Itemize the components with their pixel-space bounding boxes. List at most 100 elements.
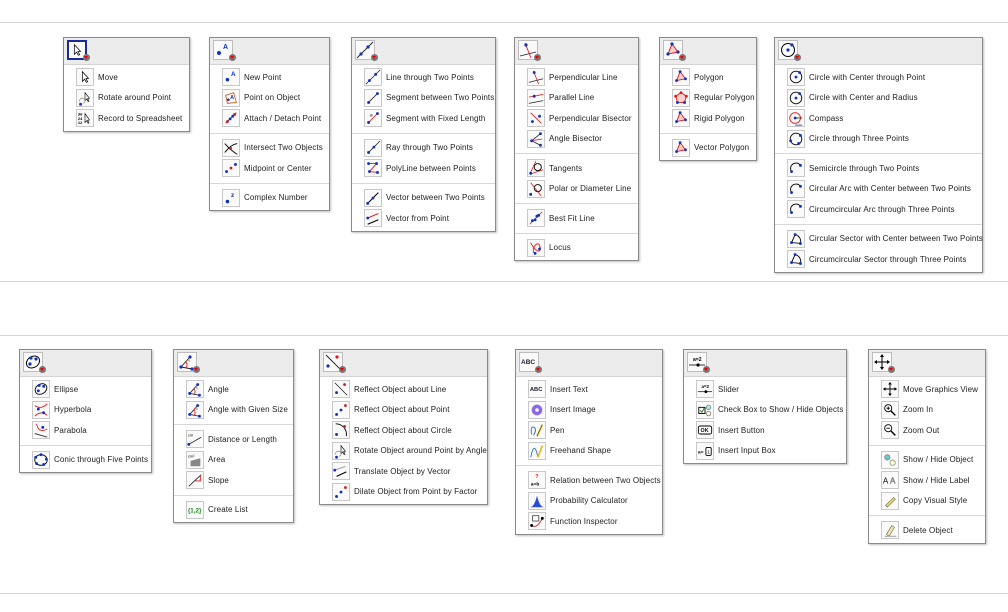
menu-item-circumcircular-arc-through-three-points[interactable]: Circumcircular Arc through Three Points [775, 199, 982, 220]
menu-item-function-inspector[interactable]: Function Inspector [516, 511, 662, 532]
menu-item-show-hide-object[interactable]: Show / Hide Object [869, 450, 985, 471]
menu-item-insert-button[interactable]: OK Insert Button [684, 420, 846, 441]
menu-item-label: Regular Polygon [694, 93, 755, 103]
menu-item-area[interactable]: cm² Area [174, 450, 293, 471]
menu-item-rotate-around-point[interactable]: Rotate around Point [64, 88, 189, 109]
menu-item-reflect-object-about-circle[interactable]: Reflect Object about Circle [320, 420, 487, 441]
menu-item-segment-between-two-points[interactable]: Segment between Two Points [352, 88, 495, 109]
menu-item-label: Tangents [549, 163, 583, 173]
text-icon[interactable]: ABC [519, 352, 539, 372]
menu-item-semicircle-through-two-points[interactable]: Semicircle through Two Points [775, 158, 982, 179]
menu-item-polar-or-diameter-line[interactable]: Polar or Diameter Line [515, 179, 638, 200]
menu-item-rigid-polygon[interactable]: Rigid Polygon [660, 108, 756, 129]
point-on-object-icon: A [222, 88, 240, 107]
angle-icon[interactable]: ° [177, 352, 197, 372]
menu-item-freehand-shape[interactable]: Freehand Shape [516, 441, 662, 462]
dropdown-arrow-icon[interactable] [535, 366, 542, 373]
menu-item-zoom-out[interactable]: Zoom Out [869, 420, 985, 441]
menu-item-copy-visual-style[interactable]: Copy Visual Style [869, 491, 985, 512]
menu-item-circumcircular-sector-through-three-points[interactable]: Circumcircular Sector through Three Poin… [775, 249, 982, 270]
dropdown-arrow-icon[interactable] [371, 54, 378, 61]
menu-item-create-list[interactable]: {1,2} Create List [174, 500, 293, 521]
menu-item-circle-through-three-points[interactable]: Circle through Three Points [775, 129, 982, 150]
menu-item-slope[interactable]: Slope [174, 470, 293, 491]
menu-item-label: Angle Bisector [549, 134, 602, 144]
menu-item-insert-image[interactable]: Insert Image [516, 400, 662, 421]
menu-item-translate-object-by-vector[interactable]: Translate Object by Vector [320, 461, 487, 482]
dropdown-arrow-icon[interactable] [794, 54, 801, 61]
menu-item-vector-polygon[interactable]: Vector Polygon [660, 138, 756, 159]
dropdown-arrow-icon[interactable] [39, 366, 46, 373]
menu-item-relation-between-two-objects[interactable]: ?a=b Relation between Two Objects [516, 470, 662, 491]
menu-item-parallel-line[interactable]: Parallel Line [515, 88, 638, 109]
cursor-icon[interactable] [67, 40, 87, 60]
menu-item-circle-with-center-and-radius[interactable]: Circle with Center and Radius [775, 88, 982, 109]
menu-item-ellipse[interactable]: Ellipse [20, 379, 151, 400]
line-icon[interactable] [355, 40, 375, 60]
menu-item-angle-bisector[interactable]: Angle Bisector [515, 129, 638, 150]
menu-item-tangents[interactable]: Tangents [515, 158, 638, 179]
menu-item-circle-with-center-through-point[interactable]: Circle with Center through Point [775, 67, 982, 88]
menu-item-insert-input-box[interactable]: a=1 Insert Input Box [684, 441, 846, 462]
menu-item-complex-number[interactable]: z Complex Number [210, 188, 329, 209]
menu-item-move-graphics-view[interactable]: Move Graphics View [869, 379, 985, 400]
menu-item-locus[interactable]: Locus [515, 238, 638, 259]
menu-item-ray-through-two-points[interactable]: Ray through Two Points [352, 138, 495, 159]
menu-item-check-box-to-show-hide-objects[interactable]: Check Box to Show / Hide Objects [684, 400, 846, 421]
dropdown-arrow-icon[interactable] [229, 54, 236, 61]
menu-item-compass[interactable]: Compass [775, 108, 982, 129]
menu-item-probability-calculator[interactable]: Probability Calculator [516, 491, 662, 512]
menu-item-rotate-object-around-point-by-angle[interactable]: Rotate Object around Point by Angle [320, 441, 487, 462]
menu-item-regular-polygon[interactable]: Regular Polygon [660, 88, 756, 109]
dropdown-arrow-icon[interactable] [534, 54, 541, 61]
menu-item-insert-text[interactable]: ABC Insert Text [516, 379, 662, 400]
menu-item-circular-arc-with-center-between-two-points[interactable]: Circular Arc with Center between Two Poi… [775, 179, 982, 200]
menu-item-reflect-object-about-line[interactable]: Reflect Object about Line [320, 379, 487, 400]
menu-item-pen[interactable]: Pen [516, 420, 662, 441]
menu-item-vector-from-point[interactable]: Vector from Point [352, 208, 495, 229]
menu-item-intersect-two-objects[interactable]: Intersect Two Objects [210, 138, 329, 159]
move-view-icon[interactable] [872, 352, 892, 372]
perpendicular-icon[interactable] [518, 40, 538, 60]
dropdown-arrow-icon[interactable] [83, 54, 90, 61]
menu-item-parabola[interactable]: Parabola [20, 420, 151, 441]
menu-item-line-through-two-points[interactable]: Line through Two Points [352, 67, 495, 88]
menu-item-conic-through-five-points[interactable]: Conic through Five Points [20, 450, 151, 471]
menu-item-segment-with-fixed-length[interactable]: Segment with Fixed Length [352, 108, 495, 129]
menu-item-dilate-object-from-point-by-factor[interactable]: Dilate Object from Point by Factor [320, 482, 487, 503]
menu-item-perpendicular-bisector[interactable]: Perpendicular Bisector [515, 108, 638, 129]
point-icon[interactable]: A [213, 40, 233, 60]
menu-item-new-point[interactable]: A New Point [210, 67, 329, 88]
menu-item-move[interactable]: Move [64, 67, 189, 88]
menu-item-circular-sector-with-center-between-two-points[interactable]: Circular Sector with Center between Two … [775, 229, 983, 250]
menu-item-point-on-object[interactable]: A Point on Object [210, 88, 329, 109]
menu-item-zoom-in[interactable]: Zoom In [869, 400, 985, 421]
menu-item-midpoint-or-center[interactable]: Midpoint or Center [210, 158, 329, 179]
menu-item-polygon[interactable]: Polygon [660, 67, 756, 88]
menu-header: a=2 [684, 350, 846, 377]
menu-item-polyline-between-points[interactable]: PolyLine between Points [352, 158, 495, 179]
menu-item-distance-or-length[interactable]: cm Distance or Length [174, 429, 293, 450]
menu-item-best-fit-line[interactable]: Best Fit Line [515, 208, 638, 229]
dropdown-arrow-icon[interactable] [679, 54, 686, 61]
dropdown-arrow-icon[interactable] [193, 366, 200, 373]
menu-item-reflect-object-about-point[interactable]: Reflect Object about Point [320, 400, 487, 421]
circle-icon[interactable] [778, 40, 798, 60]
polygon-icon[interactable] [663, 40, 683, 60]
menu-item-attach-detach-point[interactable]: Attach / Detach Point [210, 108, 329, 129]
ellipse-icon[interactable] [23, 352, 43, 372]
dropdown-arrow-icon[interactable] [339, 366, 346, 373]
dropdown-arrow-icon[interactable] [703, 366, 710, 373]
menu-item-angle[interactable]: ° Angle [174, 379, 293, 400]
menu-item-angle-with-given-size[interactable]: ° Angle with Given Size [174, 400, 293, 421]
menu-item-perpendicular-line[interactable]: Perpendicular Line [515, 67, 638, 88]
reflect-line-icon[interactable] [323, 352, 343, 372]
menu-item-hyperbola[interactable]: Hyperbola [20, 400, 151, 421]
menu-item-delete-object[interactable]: Delete Object [869, 520, 985, 541]
menu-item-vector-between-two-points[interactable]: Vector between Two Points [352, 188, 495, 209]
menu-item-slider[interactable]: a=2 Slider [684, 379, 846, 400]
slider-icon[interactable]: a=2 [687, 352, 707, 372]
dropdown-arrow-icon[interactable] [888, 366, 895, 373]
